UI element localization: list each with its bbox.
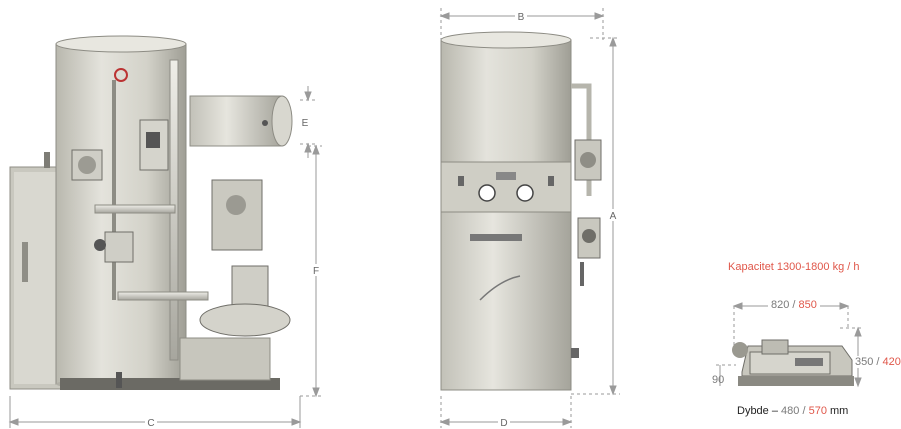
pump-height-gray: 350 — [855, 356, 874, 368]
pump-depth-dimension: Dybde – 480 / 570 mm — [737, 405, 848, 417]
pump-height-separator: / — [876, 356, 880, 368]
depth-red: 570 — [808, 405, 827, 417]
dim-label-f: F — [313, 266, 319, 277]
dim-label-d: D — [500, 418, 507, 429]
boiler-left-view — [9, 35, 293, 390]
pump-width-gray: 820 — [771, 299, 790, 311]
depth-gray: 480 — [781, 405, 800, 417]
dim-label-e: E — [302, 118, 309, 129]
dim-label-c: C — [147, 418, 154, 429]
pump-base-dimension: 90 — [712, 374, 725, 386]
pump-unit-drawing — [732, 339, 854, 386]
depth-separator: / — [802, 405, 806, 417]
pump-width-dimension: 820 / 850 — [768, 299, 820, 311]
depth-prefix: Dybde – — [737, 405, 778, 417]
dim-label-b: B — [518, 12, 525, 23]
pump-height-red: 420 — [882, 356, 901, 368]
pump-width-red: 850 — [798, 299, 817, 311]
depth-unit: mm — [830, 405, 849, 417]
dim-label-a: A — [610, 211, 617, 222]
boiler-front-view — [440, 31, 602, 391]
capacity-label: Kapacitet 1300-1800 kg / h — [728, 261, 860, 273]
pump-height-dimension: 350 / 420 — [853, 356, 901, 368]
pump-width-separator: / — [792, 299, 796, 311]
